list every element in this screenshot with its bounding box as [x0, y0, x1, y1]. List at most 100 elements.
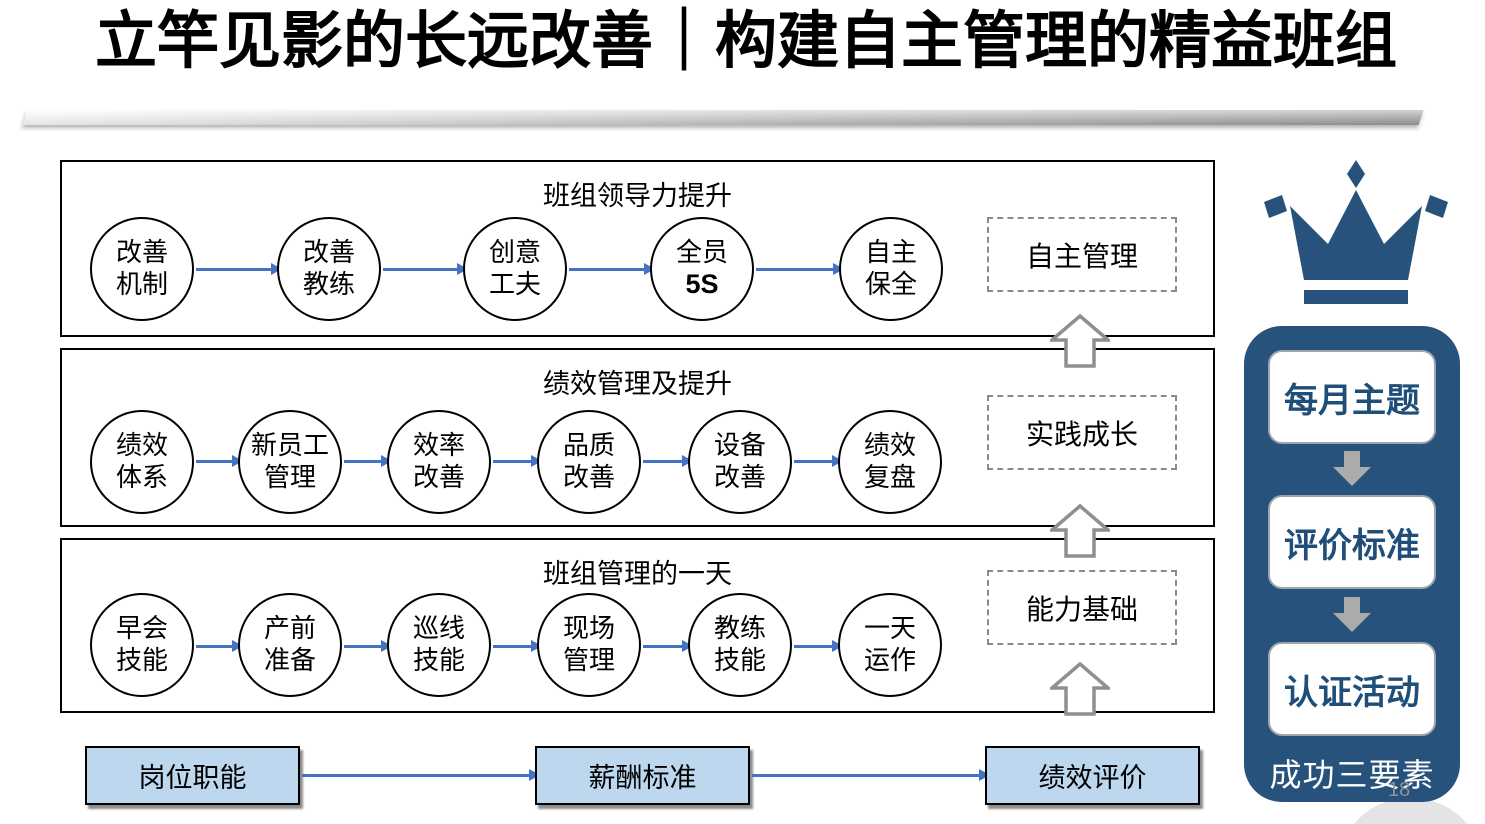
circle-text-line2: 复盘 [863, 462, 916, 492]
tag-label: 自主管理 [1025, 240, 1138, 272]
flow-arrow [643, 455, 693, 467]
circle-text-line1: 一天 [863, 613, 916, 644]
success-factors-panel: 每月主题 评价标准 认证活动 成功三要素 [1244, 326, 1460, 802]
process-circle: 品质 改善 [537, 410, 641, 514]
title-divider-bar [22, 110, 1424, 125]
tag-label: 能力基础 [1025, 593, 1138, 625]
flow-arrow [196, 455, 243, 467]
circle-text-line1: 效率 [412, 430, 465, 461]
circle-text-line2: 体系 [115, 462, 168, 492]
foundation-box: 岗位职能 [85, 746, 300, 805]
down-arrow-icon [1333, 451, 1371, 486]
circle-text-line2: 工夫 [488, 269, 541, 299]
flow-arrow [752, 769, 990, 781]
process-circle: 早会 技能 [90, 593, 194, 697]
circle-text-line1: 早会 [115, 613, 168, 644]
row-performance: 绩效管理及提升 绩效 体系 新员工 管理 效率 改善 品质 改善 设备 改善 绩… [60, 348, 1215, 527]
process-circle: 产前 准备 [238, 593, 342, 697]
crown-icon [1264, 160, 1448, 304]
flow-arrow [196, 263, 282, 275]
flow-arrow [756, 263, 844, 275]
circle-text-line2: 教练 [302, 269, 355, 299]
side-step-label: 评价标准 [1284, 526, 1420, 565]
flow-arrow [794, 455, 843, 467]
up-arrow-icon [1050, 662, 1110, 716]
flow-arrow [196, 640, 243, 652]
circle-text-line2: 改善 [562, 462, 615, 492]
up-arrow-icon [1050, 314, 1110, 368]
circle-text-line2: 管理 [263, 462, 316, 492]
circle-text-line1: 新员工 [250, 430, 329, 461]
foundation-label: 薪酬标准 [588, 763, 697, 793]
foundation-label: 绩效评价 [1038, 763, 1147, 793]
flow-arrow [302, 769, 540, 781]
circle-text-line2: 准备 [263, 645, 316, 675]
foundation-box: 绩效评价 [985, 746, 1200, 805]
flow-arrow [344, 640, 392, 652]
circle-text-line2: 技能 [115, 645, 168, 675]
side-step-box: 认证活动 [1268, 642, 1436, 736]
process-circle: 一天 运作 [838, 593, 942, 697]
process-circle: 全员 5S [650, 217, 754, 321]
flow-arrow [493, 640, 542, 652]
up-arrow-icon [1050, 504, 1110, 558]
process-circle: 现场 管理 [537, 593, 641, 697]
process-circle: 设备 改善 [688, 410, 792, 514]
circle-text-line1: 产前 [263, 613, 316, 644]
process-circle: 效率 改善 [387, 410, 491, 514]
flow-arrow [643, 640, 693, 652]
circle-text-line2: 改善 [713, 462, 766, 492]
tag-box: 实践成长 [987, 395, 1177, 470]
flow-arrow [493, 455, 542, 467]
circle-text-line2: 管理 [562, 645, 615, 675]
process-circle: 新员工 管理 [238, 410, 342, 514]
side-step-box: 每月主题 [1268, 350, 1436, 444]
circle-text-line1: 设备 [713, 430, 766, 461]
tag-box: 能力基础 [987, 570, 1177, 645]
circle-text-line1: 绩效 [863, 430, 916, 461]
circle-text-line1: 巡线 [412, 613, 465, 644]
foundation-box: 薪酬标准 [535, 746, 750, 805]
page-number: 18 [1388, 779, 1411, 801]
row-daily: 班组管理的一天 早会 技能 产前 准备 巡线 技能 现场 管理 教练 技能 一天… [60, 538, 1215, 713]
side-step-label: 每月主题 [1284, 381, 1420, 420]
circle-text-line2: 机制 [115, 269, 168, 299]
row-leadership: 班组领导力提升 改善 机制 改善 教练 创意 工夫 全员 5S 自主 保全 自主… [60, 160, 1215, 337]
flow-arrow [383, 263, 468, 275]
tag-label: 实践成长 [1025, 418, 1138, 450]
row-title: 班组管理的一天 [543, 559, 732, 589]
circle-text-line2: 技能 [412, 645, 465, 675]
circle-text-line2: 改善 [412, 462, 465, 492]
circle-text-line2: 运作 [863, 645, 916, 675]
process-circle: 改善 教练 [277, 217, 381, 321]
circle-text-line2: 5S [685, 269, 719, 300]
circle-text-line1: 改善 [115, 237, 168, 268]
row-title: 绩效管理及提升 [543, 369, 732, 399]
circle-text-line1: 全员 [675, 236, 728, 267]
circle-text-line1: 绩效 [115, 430, 168, 461]
process-circle: 改善 机制 [90, 217, 194, 321]
down-arrow-icon [1333, 597, 1371, 632]
foundation-label: 岗位职能 [138, 763, 247, 793]
process-circle: 绩效 体系 [90, 410, 194, 514]
circle-text-line1: 自主 [864, 237, 917, 268]
flow-arrow [344, 455, 392, 467]
page-title: 立竿见影的长远改善｜构建自主管理的精益班组 [95, 7, 1398, 76]
process-circle: 绩效 复盘 [838, 410, 942, 514]
process-circle: 巡线 技能 [387, 593, 491, 697]
side-step-label: 认证活动 [1284, 673, 1420, 712]
side-step-box: 评价标准 [1268, 495, 1436, 589]
circle-text-line1: 改善 [302, 237, 355, 268]
circle-text-line1: 创意 [488, 237, 541, 268]
row-title: 班组领导力提升 [543, 181, 732, 211]
process-circle: 创意 工夫 [463, 217, 567, 321]
circle-text-line2: 保全 [864, 269, 917, 299]
flow-arrow [794, 640, 843, 652]
tag-box: 自主管理 [987, 217, 1177, 292]
circle-text-line1: 教练 [713, 613, 766, 644]
process-circle: 教练 技能 [688, 593, 792, 697]
process-circle: 自主 保全 [839, 217, 943, 321]
panel-caption: 成功三要素 [1269, 757, 1435, 793]
circle-text-line2: 技能 [713, 645, 766, 675]
